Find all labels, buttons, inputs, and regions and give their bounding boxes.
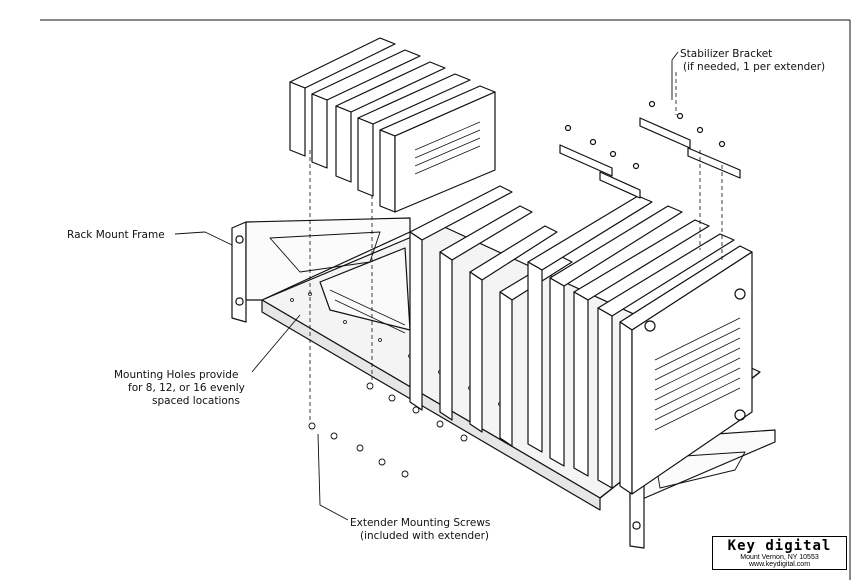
brand-address: Mount Vernon, NY 10553 xyxy=(740,554,819,561)
screws-label-line2: (included with extender) xyxy=(360,530,490,542)
leader-lines xyxy=(174,51,679,521)
stabilizer-bracket-label: Stabilizer Bracket xyxy=(680,48,773,60)
mounted-extenders xyxy=(409,185,753,495)
brand-logo-box: Key digital Mount Vernon, NY 10553 www.k… xyxy=(712,536,847,570)
stabilizer-bracket-note: (if needed, 1 per extender) xyxy=(683,61,826,73)
brand-logo: Key digital xyxy=(727,538,832,554)
loose-screws xyxy=(308,382,468,478)
screws-label-line1: Extender Mounting Screws xyxy=(350,517,491,529)
rack-mount-frame-label: Rack Mount Frame xyxy=(67,229,165,241)
mounting-holes-label-line3: spaced locations xyxy=(152,395,240,407)
stacked-extenders xyxy=(289,37,496,213)
brand-website: www.keydigital.com xyxy=(748,561,811,568)
left-rack-ear xyxy=(231,217,411,323)
stabilizer-brackets xyxy=(559,100,741,199)
mounting-holes-label-line1: Mounting Holes provide xyxy=(114,369,239,381)
mounting-holes-label-line2: for 8, 12, or 16 evenly xyxy=(128,382,245,394)
guide-lines xyxy=(309,72,723,420)
